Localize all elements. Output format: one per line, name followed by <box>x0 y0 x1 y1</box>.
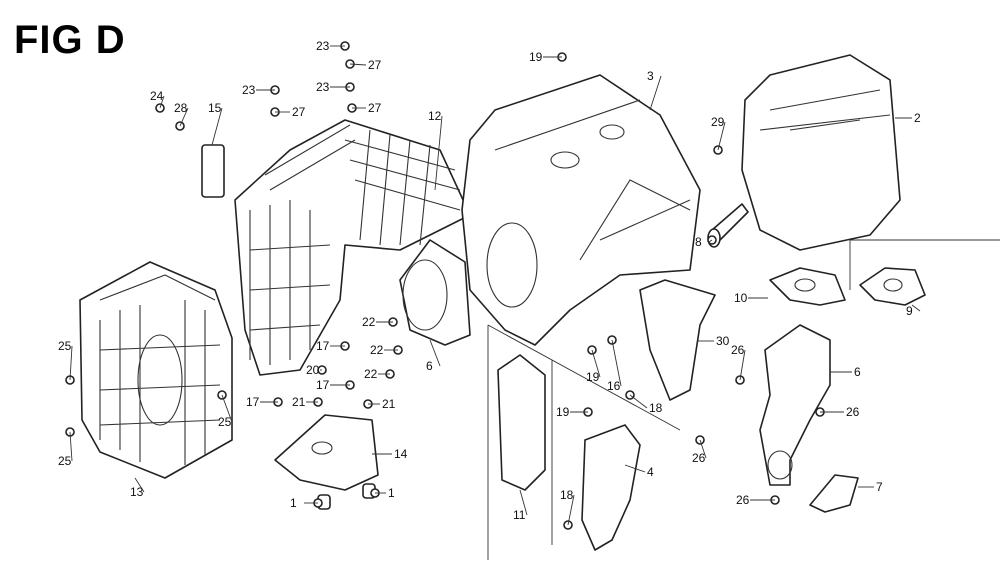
leader-line <box>159 95 165 109</box>
callout-22: 22 <box>362 315 376 329</box>
leader-line <box>717 121 726 151</box>
callout-6: 6 <box>426 359 433 373</box>
leader-line <box>624 464 646 473</box>
leader-line <box>611 339 622 387</box>
callout-26: 26 <box>736 493 750 507</box>
part-12-baffle <box>234 119 471 376</box>
figure-title: FIG D <box>14 18 126 62</box>
part-6-duct <box>399 239 471 346</box>
callout-1: 1 <box>290 496 297 510</box>
callout-18: 18 <box>649 401 663 415</box>
callout-17: 17 <box>316 378 330 392</box>
callout-17: 17 <box>246 395 260 409</box>
callout-27: 27 <box>368 101 382 115</box>
part-3-fan-housing <box>461 74 701 346</box>
callout-13: 13 <box>130 485 144 499</box>
leader-line <box>434 115 443 191</box>
leader-line <box>591 349 601 378</box>
callout-2: 2 <box>914 111 921 125</box>
callout-22: 22 <box>370 343 384 357</box>
leader-line <box>221 394 233 423</box>
callout-29: 29 <box>711 115 725 129</box>
callout-23: 23 <box>242 83 256 97</box>
leader-line <box>69 431 73 462</box>
callout-30: 30 <box>716 334 730 348</box>
callout-28: 28 <box>174 101 188 115</box>
callout-25: 25 <box>218 415 232 429</box>
leader-line <box>519 489 528 516</box>
part-14-plate <box>274 414 379 491</box>
callout-26: 26 <box>846 405 860 419</box>
callout-18: 18 <box>560 488 574 502</box>
callout-7: 7 <box>876 480 883 494</box>
callout-20: 20 <box>306 363 320 377</box>
callout-27: 27 <box>368 58 382 72</box>
callout-24: 24 <box>150 89 164 103</box>
callout-15: 15 <box>208 101 222 115</box>
leader-line <box>911 304 921 312</box>
part-7-gasket <box>809 474 859 513</box>
leader-line <box>179 107 189 127</box>
leader-line <box>629 394 648 409</box>
callout-23: 23 <box>316 39 330 53</box>
part-30-bracket <box>639 279 716 401</box>
callout-19: 19 <box>556 405 570 419</box>
callout-26: 26 <box>731 343 745 357</box>
callout-25: 25 <box>58 339 72 353</box>
leader-lines <box>69 45 921 526</box>
part-15-bracket <box>201 144 225 198</box>
callout-6: 6 <box>854 365 861 379</box>
inset-frame-2 <box>487 324 681 560</box>
callout-9: 9 <box>906 304 913 318</box>
leader-line <box>649 75 662 111</box>
part-9-gasket <box>859 267 926 306</box>
leader-line <box>708 239 713 243</box>
callout-14: 14 <box>394 447 408 461</box>
leader-line <box>69 345 73 381</box>
callout-16: 16 <box>607 379 621 393</box>
part-4-bracket <box>581 424 641 551</box>
leader-line <box>349 63 367 66</box>
callout-17: 17 <box>316 339 330 353</box>
part-2-muffler-cover <box>741 54 901 251</box>
leader-line <box>429 339 441 367</box>
part-6-exhaust-pipe <box>759 324 831 486</box>
callout-27: 27 <box>292 105 306 119</box>
callout-3: 3 <box>647 69 654 83</box>
callout-21: 21 <box>382 397 396 411</box>
callout-10: 10 <box>734 291 748 305</box>
callout-4: 4 <box>647 465 654 479</box>
leader-line <box>134 477 145 493</box>
leader-line <box>211 107 223 146</box>
callout-19: 19 <box>529 50 543 64</box>
part-11-guard <box>497 354 546 491</box>
callout-8: 8 <box>695 235 702 249</box>
leader-line <box>699 439 707 459</box>
leader-line <box>739 349 746 381</box>
part-10-gasket <box>769 267 846 306</box>
leader-line <box>567 494 575 526</box>
callout-12: 12 <box>428 109 442 123</box>
callout-23: 23 <box>316 80 330 94</box>
callout-26: 26 <box>692 451 706 465</box>
callout-11: 11 <box>513 508 526 522</box>
callout-1: 1 <box>388 486 395 500</box>
callout-19: 19 <box>586 370 600 384</box>
inset-frame <box>849 239 1000 290</box>
part-13-shroud <box>79 261 233 479</box>
callout-25: 25 <box>58 454 72 468</box>
callout-22: 22 <box>364 367 378 381</box>
callout-21: 21 <box>292 395 306 409</box>
